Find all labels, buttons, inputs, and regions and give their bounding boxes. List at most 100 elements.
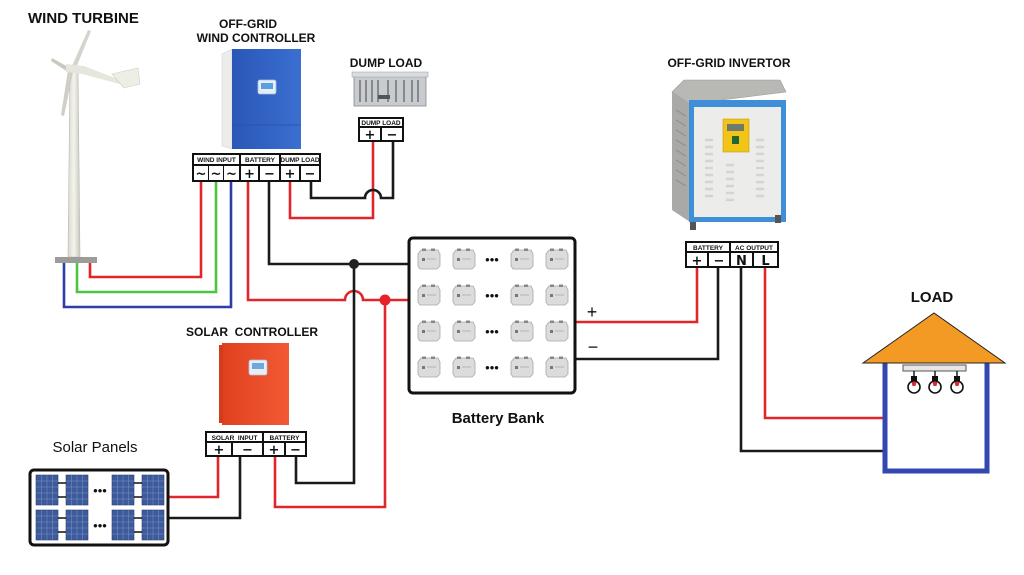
inverter-label: OFF-GRID INVERTOR xyxy=(667,56,790,70)
battery-cell xyxy=(452,248,476,270)
load-roof xyxy=(861,312,1007,364)
wind-controller-label-line1: OFF-GRID xyxy=(219,17,277,31)
turbine-tail-vane xyxy=(111,67,141,89)
solar-panel-ellipsis: ••• xyxy=(93,483,107,498)
wire-wind-phase-green xyxy=(75,182,218,294)
light-bulb xyxy=(907,370,921,394)
battery-bank-plus-label: + xyxy=(587,302,598,322)
battery-bank-minus-label: − xyxy=(588,337,599,357)
wire-solar-ctrl-battery-positive xyxy=(273,300,387,509)
battery-bank-frame xyxy=(407,236,577,395)
inverter-terminal-group-ac-output: AC OUTPUT xyxy=(735,245,773,252)
junction-negative xyxy=(349,259,359,269)
dump-load-terminal-positive: + xyxy=(365,128,376,143)
solar-controller-label: SOLAR CONTROLLER xyxy=(186,325,318,339)
load-walls xyxy=(882,363,990,474)
turbine-blade xyxy=(51,58,70,72)
battery-ellipsis: ••• xyxy=(485,288,499,303)
battery-cell xyxy=(510,356,534,378)
wire-dump-load-positive xyxy=(288,142,375,220)
wire-ac-line xyxy=(763,267,884,420)
dump-load-chassis xyxy=(353,75,427,107)
battery-cell xyxy=(510,248,534,270)
wind-turbine: WIND TURBINE xyxy=(28,10,141,263)
inverter-side xyxy=(672,92,690,222)
battery-cell xyxy=(417,248,441,270)
wire-dump-load-negative xyxy=(309,142,395,200)
battery-cell xyxy=(452,320,476,342)
turbine-blade xyxy=(72,30,91,68)
wire-wind-phase-red xyxy=(88,182,203,279)
terminal-dump-positive: + xyxy=(285,167,296,182)
solar-terminal-group-battery: BATTERY xyxy=(270,435,301,442)
light-bulb xyxy=(950,370,964,394)
inverter-terminal-neutral: N xyxy=(736,254,747,269)
battery-rows: ••• ••• ••• ••• xyxy=(417,248,569,378)
solar-terminal-input-positive: + xyxy=(214,443,225,458)
inverter-terminal-group-battery: BATTERY xyxy=(693,245,724,252)
wire-solar-panel-negative xyxy=(168,456,242,520)
battery-cell xyxy=(510,320,534,342)
solar-panel-ellipsis: ••• xyxy=(93,518,107,533)
wire-bank-positive xyxy=(576,267,699,324)
battery-row: ••• xyxy=(417,248,569,270)
battery-ellipsis: ••• xyxy=(485,252,499,267)
inverter: OFF-GRID INVERTOR xyxy=(667,56,791,230)
terminal-battery-positive: + xyxy=(244,167,255,182)
battery-cell xyxy=(545,284,569,306)
terminal-wind-phase-1: ~ xyxy=(196,167,207,182)
inverter-control-panel xyxy=(722,118,750,153)
turbine-tower xyxy=(67,69,81,258)
battery-ellipsis: ••• xyxy=(485,324,499,339)
terminal-wind-phase-2: ~ xyxy=(211,167,222,182)
wind-controller-terminal-block: WIND INPUT BATTERY DUMP LOAD ~ ~ ~ + − +… xyxy=(192,153,321,182)
battery-row: ••• xyxy=(417,356,569,378)
inverter-terminal-line: L xyxy=(761,254,769,269)
turbine-base xyxy=(55,257,97,263)
load-label: LOAD xyxy=(911,289,954,306)
solar-panels-label: Solar Panels xyxy=(52,439,137,456)
dump-load-terminal-group: DUMP LOAD xyxy=(361,120,401,127)
terminal-group-dump-load: DUMP LOAD xyxy=(280,157,320,164)
solar-terminal-group-input: SOLAR INPUT xyxy=(212,435,258,442)
wire-solar-ctrl-battery-negative xyxy=(294,264,356,485)
battery-cell xyxy=(545,248,569,270)
wind-turbine-label: WIND TURBINE xyxy=(28,10,139,27)
solar-panels: Solar Panels ••• ••• xyxy=(28,439,170,547)
wire-wind-ctrl-battery-positive xyxy=(246,182,408,302)
solar-controller: SOLAR CONTROLLER xyxy=(186,325,318,425)
battery-cell xyxy=(510,284,534,306)
inverter-terminal-battery-negative: − xyxy=(714,254,725,269)
battery-cell xyxy=(417,284,441,306)
terminal-wind-phase-3: ~ xyxy=(226,167,237,182)
light-bulb xyxy=(928,370,942,394)
inverter-terminal-battery-positive: + xyxy=(692,254,703,269)
solar-controller-body xyxy=(222,343,289,425)
turbine-blade xyxy=(61,70,73,116)
dump-load-terminal-block: DUMP LOAD + − xyxy=(358,117,404,143)
inverter-terminal-block: BATTERY AC OUTPUT + − N L xyxy=(685,241,779,269)
battery-row: ••• xyxy=(417,320,569,342)
wire-wind-ctrl-battery-negative xyxy=(267,182,408,266)
battery-row: ••• xyxy=(417,284,569,306)
battery-cell xyxy=(417,356,441,378)
battery-cell xyxy=(452,284,476,306)
wire-wind-phase-blue xyxy=(62,182,233,309)
wire-ac-neutral xyxy=(739,267,884,453)
battery-ellipsis: ••• xyxy=(485,360,499,375)
dump-load-terminal-negative: − xyxy=(387,128,398,143)
battery-cell xyxy=(545,356,569,378)
battery-bank: •••••••••••• Battery Bank + − xyxy=(407,236,599,427)
terminal-group-battery: BATTERY xyxy=(245,157,276,164)
terminal-group-wind-input: WIND INPUT xyxy=(197,157,236,164)
wind-controller-side xyxy=(221,48,233,150)
wind-controller-label-line2: WIND CONTROLLER xyxy=(197,31,316,45)
battery-cell xyxy=(452,356,476,378)
solar-controller-terminal-block: SOLAR INPUT BATTERY + − + − xyxy=(205,431,307,458)
wire-bank-negative xyxy=(576,267,720,361)
light-fixture-bar xyxy=(902,364,967,372)
load: LOAD xyxy=(861,289,1007,474)
junction-positive xyxy=(379,294,391,306)
turbine-nacelle xyxy=(66,64,120,84)
